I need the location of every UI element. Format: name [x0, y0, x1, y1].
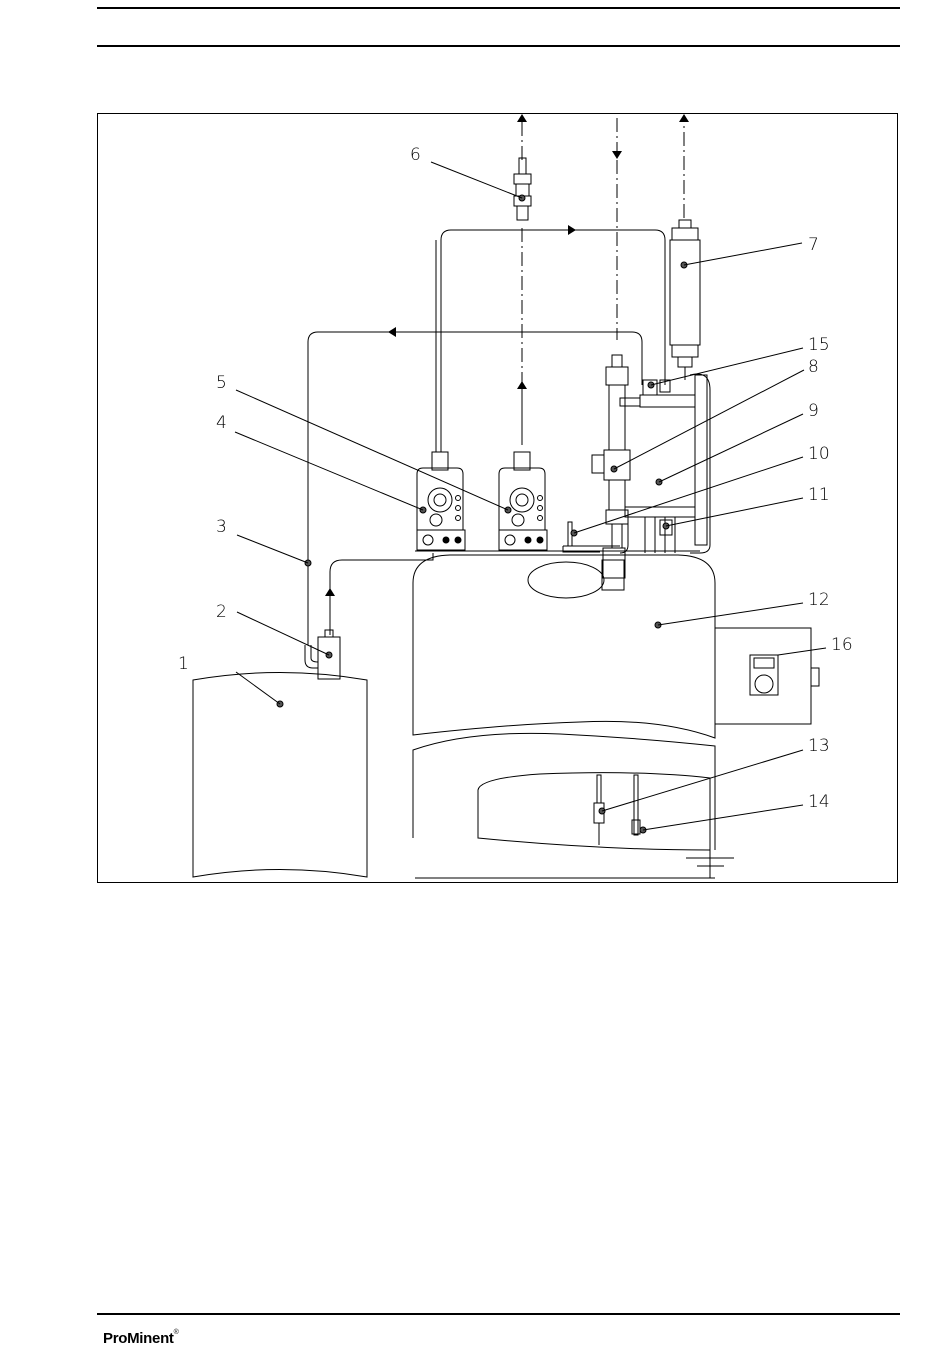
callout-13: 13 [808, 736, 830, 756]
callout-1: 1 [178, 654, 189, 674]
filter-7 [670, 220, 700, 380]
callout-7: 7 [808, 235, 819, 255]
callout-5: 5 [216, 373, 227, 393]
flow-lines [522, 118, 684, 445]
callout-14: 14 [808, 792, 830, 812]
brand-name: ProMinent [103, 1330, 174, 1347]
callout-8: 8 [808, 357, 819, 377]
callout-15: 15 [808, 335, 830, 355]
valve-assembly [563, 355, 710, 578]
footer-rule [97, 1313, 900, 1315]
pump-5 [499, 452, 547, 550]
suction-lance-2 [305, 560, 340, 679]
callout-numbers: 1 2 3 4 5 6 7 8 9 10 11 12 16 13 14 15 [178, 145, 853, 812]
brand-logo: ProMinent® [103, 1330, 179, 1347]
callout-4: 4 [216, 413, 227, 433]
tank-lower [413, 733, 734, 878]
callout-2: 2 [216, 602, 227, 622]
pump-4 [417, 452, 465, 550]
callout-3: 3 [216, 517, 227, 537]
callout-12: 12 [808, 590, 830, 610]
tubing [308, 230, 665, 645]
callout-11: 11 [808, 485, 830, 505]
callout-9: 9 [808, 401, 819, 421]
control-box-16 [715, 628, 819, 724]
callout-6: 6 [410, 145, 421, 165]
callout-10: 10 [808, 444, 830, 464]
fitting-6 [514, 158, 531, 220]
tank-12 [413, 555, 715, 738]
container-1 [193, 673, 367, 878]
registered-mark: ® [174, 1329, 179, 1336]
callout-16: 16 [831, 635, 853, 655]
leader-lines [235, 162, 826, 830]
